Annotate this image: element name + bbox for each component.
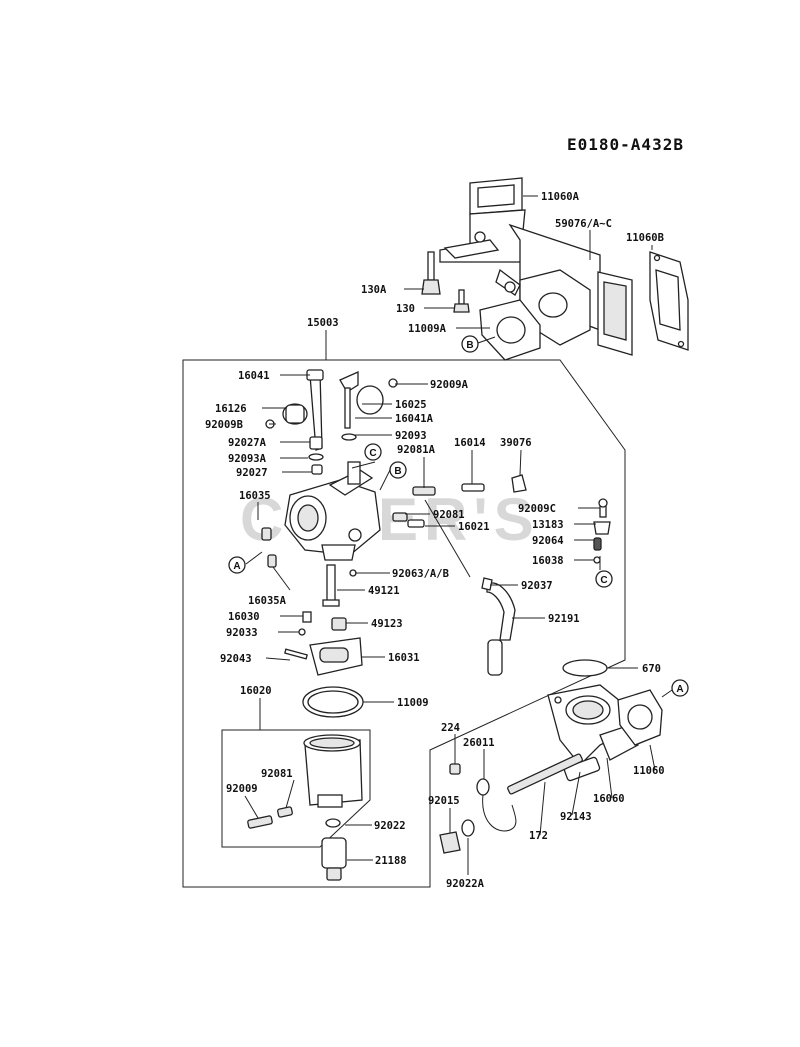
watermark: CSLER'S	[240, 486, 540, 553]
callout-26011: 26011	[463, 737, 495, 749]
callout-92022: 92022	[374, 820, 406, 832]
ground-parts	[439, 763, 517, 854]
callout-92009b: 92009B	[205, 419, 243, 431]
callout-16035: 16035	[239, 490, 271, 502]
callout-16038: 16038	[532, 555, 564, 567]
svg-text:A: A	[676, 684, 683, 695]
ref-c-upper: C	[364, 443, 382, 461]
carburetor-assembly-box	[182, 359, 626, 888]
o-ring-670	[562, 659, 608, 677]
diagram-code: E0180-A432B	[567, 135, 684, 154]
intake-manifold	[439, 177, 633, 356]
float-16031	[284, 637, 363, 676]
gasket-11009a	[479, 299, 541, 361]
callout-16126: 16126	[215, 403, 247, 415]
ref-c-right: C	[595, 570, 613, 588]
callout-92027a: 92027A	[228, 437, 267, 449]
gasket-11060b	[649, 251, 689, 351]
carburetor-body	[284, 461, 381, 561]
throttle-valve-16126	[282, 403, 308, 425]
callout-15003: 15003	[307, 317, 339, 329]
ref-a-right: A	[671, 679, 689, 697]
choke-valve-16041a	[356, 385, 384, 415]
callout-92063: 92063/A/B	[392, 568, 449, 580]
ref-b-top: B	[461, 335, 479, 353]
svg-text:B: B	[466, 340, 473, 351]
callout-92081a: 92081A	[397, 444, 436, 456]
callout-92009a: 92009A	[430, 379, 469, 391]
callout-92022a: 92022A	[446, 878, 485, 890]
callout-92081: 92081	[433, 509, 465, 521]
callout-16041a: 16041A	[395, 413, 434, 425]
callout-92033: 92033	[226, 627, 258, 639]
callout-92064: 92064	[532, 535, 564, 547]
svg-text:C: C	[600, 575, 607, 586]
callout-130: 130	[396, 303, 415, 315]
svg-text:A: A	[233, 561, 240, 572]
callout-13183: 13183	[532, 519, 564, 531]
gasket-11009	[302, 686, 364, 718]
callout-172: 172	[529, 830, 548, 842]
callout-92027: 92027	[236, 467, 268, 479]
callout-92009: 92009	[226, 783, 258, 795]
callout-11060: 11060	[633, 765, 665, 777]
callout-16060: 16060	[593, 793, 625, 805]
callout-59076: 59076/A~C	[555, 218, 612, 230]
bolt-130a	[421, 251, 441, 295]
callout-21188: 21188	[375, 855, 407, 867]
callout-16021: 16021	[458, 521, 490, 533]
callout-11009: 11009	[397, 697, 429, 709]
callout-92191: 92191	[548, 613, 580, 625]
callout-92081-b: 92081	[261, 768, 293, 780]
fuel-hose-92191	[481, 577, 516, 676]
callout-11060b: 11060B	[626, 232, 664, 244]
stud-172	[507, 753, 583, 795]
callout-92015: 92015	[428, 795, 460, 807]
svg-text:C: C	[369, 448, 376, 459]
ref-b-mid: B	[389, 461, 407, 479]
callout-16025: 16025	[395, 399, 427, 411]
callout-92093: 92093	[395, 430, 427, 442]
float-chamber-16020	[303, 734, 363, 808]
callout-16030: 16030	[228, 611, 260, 623]
small-parts-left	[261, 378, 398, 568]
callout-92043: 92043	[220, 653, 252, 665]
callout-92037: 92037	[521, 580, 553, 592]
needle-and-springs	[392, 474, 611, 564]
bolt-130	[453, 289, 470, 313]
callout-16014: 16014	[454, 437, 486, 449]
ref-a-left: A	[228, 556, 246, 574]
svg-text:B: B	[394, 466, 401, 477]
callout-130a: 130A	[361, 284, 387, 296]
jets-16030-49123	[298, 611, 347, 636]
choke-shaft-16025	[339, 370, 359, 429]
callout-39076: 39076	[500, 437, 532, 449]
gasket-11060	[617, 689, 663, 746]
drain-parts	[247, 806, 347, 881]
callout-92009c: 92009C	[518, 503, 556, 515]
insulator-16060	[547, 684, 639, 766]
callout-224: 224	[441, 722, 460, 734]
main-nozzle-49121	[322, 564, 357, 607]
callout-labels: 11060A 59076/A~C 11060B 130A 130 11009A …	[205, 191, 665, 890]
callout-49121: 49121	[368, 585, 400, 597]
leader-lines	[244, 195, 673, 875]
callout-16035a: 16035A	[248, 595, 287, 607]
float-chamber-box	[221, 729, 371, 848]
callout-16031: 16031	[388, 652, 420, 664]
callout-670: 670	[642, 663, 661, 675]
callout-16041: 16041	[238, 370, 270, 382]
callout-92143: 92143	[560, 811, 592, 823]
callout-11060a: 11060A	[541, 191, 580, 203]
callout-49123: 49123	[371, 618, 403, 630]
callout-16020: 16020	[240, 685, 272, 697]
callout-11009a: 11009A	[408, 323, 447, 335]
callout-92093a: 92093A	[228, 453, 267, 465]
